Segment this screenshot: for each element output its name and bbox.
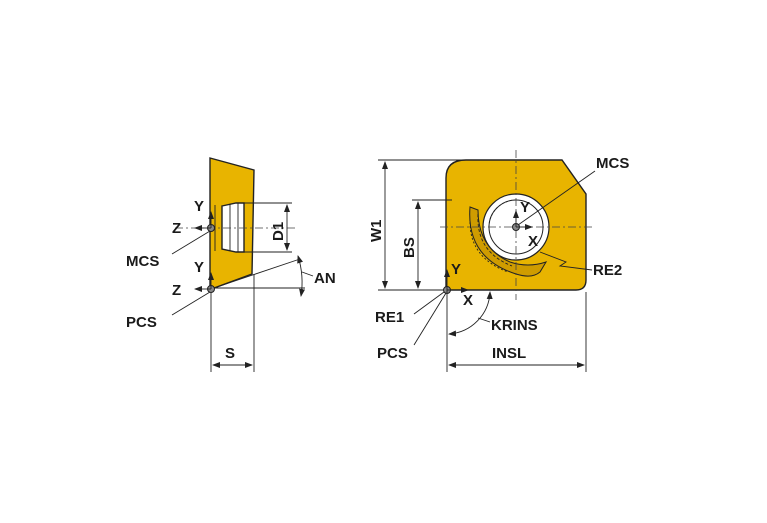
side-pcs-z-label: Z <box>172 282 181 299</box>
side-pcs-label: PCS <box>126 314 157 331</box>
side-hole-relief <box>221 202 245 253</box>
krins-leader <box>477 317 491 323</box>
d1-label: D1 <box>270 222 287 241</box>
insl-label: INSL <box>492 345 526 362</box>
side-mcs-z-label: Z <box>172 220 181 237</box>
an-leader <box>301 271 314 277</box>
an-arc <box>297 255 306 297</box>
side-mcs-label: MCS <box>126 253 159 270</box>
top-pcs-x-label: X <box>463 292 473 309</box>
side-pcs-y-label: Y <box>194 259 204 276</box>
top-pcs-label: PCS <box>377 345 408 362</box>
side-view: Y Z MCS Y Z PCS D1 AN S <box>126 157 336 372</box>
an-slant-line <box>213 258 301 289</box>
side-mcs-leader <box>171 230 211 255</box>
s-label: S <box>225 345 235 362</box>
top-view: Y X MCS RE2 W1 BS Y X RE1 PCS KRINS <box>368 150 629 372</box>
krins-arc <box>448 291 493 337</box>
re1-label: RE1 <box>375 309 404 326</box>
top-mcs-label: MCS <box>596 155 629 172</box>
re2-leader <box>539 251 593 271</box>
side-pcs-leader <box>171 291 211 316</box>
groove-texture <box>477 213 513 267</box>
top-pcs-leader <box>413 292 447 346</box>
top-mcs-y-label: Y <box>520 199 530 216</box>
krins-label: KRINS <box>491 317 538 334</box>
top-mcs-leader <box>517 170 596 226</box>
side-mcs-y-label: Y <box>194 198 204 215</box>
top-mcs-x-label: X <box>528 233 538 250</box>
re2-label: RE2 <box>593 262 622 279</box>
bs-label: BS <box>401 237 418 258</box>
re1-leader <box>413 291 445 315</box>
an-label: AN <box>314 270 336 287</box>
top-pcs-y-label: Y <box>451 261 461 278</box>
w1-label: W1 <box>368 220 385 243</box>
top-hole-texture <box>488 199 517 228</box>
groove-texture <box>469 221 509 273</box>
